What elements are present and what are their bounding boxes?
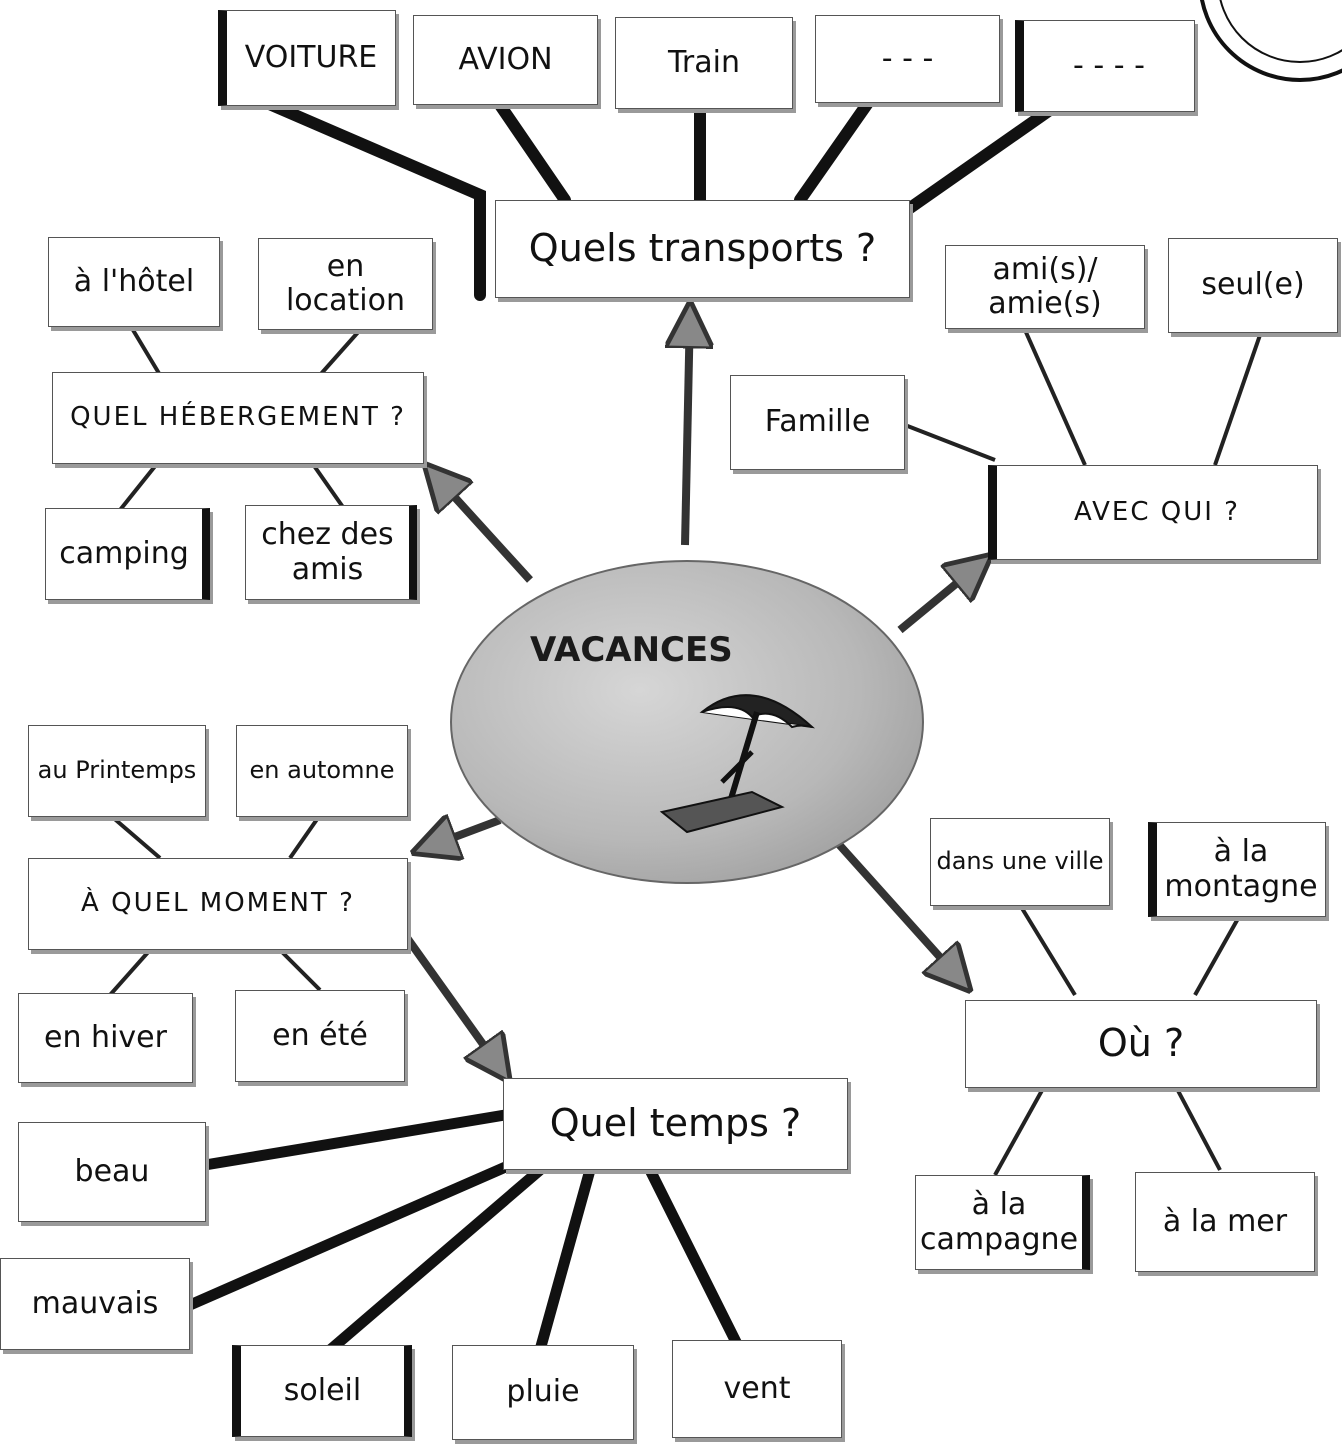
- ou-item-ville: dans une ville: [930, 818, 1110, 906]
- temps-question: Quel temps ?: [503, 1078, 848, 1170]
- hebergement-item-camping: camping: [45, 508, 210, 600]
- moment-item-ete: en été: [235, 990, 405, 1082]
- temps-item-beau: beau: [18, 1122, 206, 1222]
- avec-qui-question: AVEC QUI ?: [988, 465, 1318, 560]
- moment-question: À QUEL MOMENT ?: [28, 858, 408, 950]
- institution-stamp: [1200, 0, 1342, 82]
- temps-item-pluie: pluie: [452, 1345, 634, 1440]
- transport-item-blank-1: - - -: [815, 15, 1000, 103]
- avec-qui-item-amis: ami(s)/ amie(s): [945, 245, 1145, 329]
- moment-item-hiver: en hiver: [18, 993, 193, 1083]
- transport-item-voiture: VOITURE: [218, 10, 396, 106]
- temps-item-soleil: soleil: [232, 1345, 412, 1437]
- ou-item-montagne: à la montagne: [1148, 822, 1326, 917]
- transport-item-blank-2: - - - -: [1015, 20, 1195, 112]
- transport-item-train: Train: [615, 17, 793, 109]
- center-ellipse: [450, 560, 924, 884]
- hebergement-item-hotel: à l'hôtel: [48, 237, 220, 327]
- hebergement-item-location: en location: [258, 238, 433, 330]
- transport-item-avion: AVION: [413, 15, 598, 105]
- transport-question: Quels transports ?: [495, 200, 910, 298]
- avec-qui-item-famille: Famille: [730, 375, 905, 470]
- temps-item-mauvais: mauvais: [0, 1258, 190, 1350]
- center-title: VACANCES: [530, 630, 733, 670]
- avec-qui-item-seul: seul(e): [1168, 238, 1338, 333]
- temps-item-vent: vent: [672, 1340, 842, 1438]
- hebergement-question: QUEL HÉBERGEMENT ?: [52, 372, 424, 464]
- moment-item-printemps: au Printemps: [28, 725, 206, 817]
- ou-item-mer: à la mer: [1135, 1172, 1315, 1272]
- ou-item-campagne: à la campagne: [915, 1175, 1090, 1270]
- moment-item-automne: en automne: [236, 725, 408, 817]
- beach-umbrella-icon: [659, 694, 816, 834]
- ou-question: Où ?: [965, 1000, 1317, 1088]
- line-voiture: [254, 94, 486, 301]
- hebergement-item-amis: chez des amis: [245, 505, 417, 600]
